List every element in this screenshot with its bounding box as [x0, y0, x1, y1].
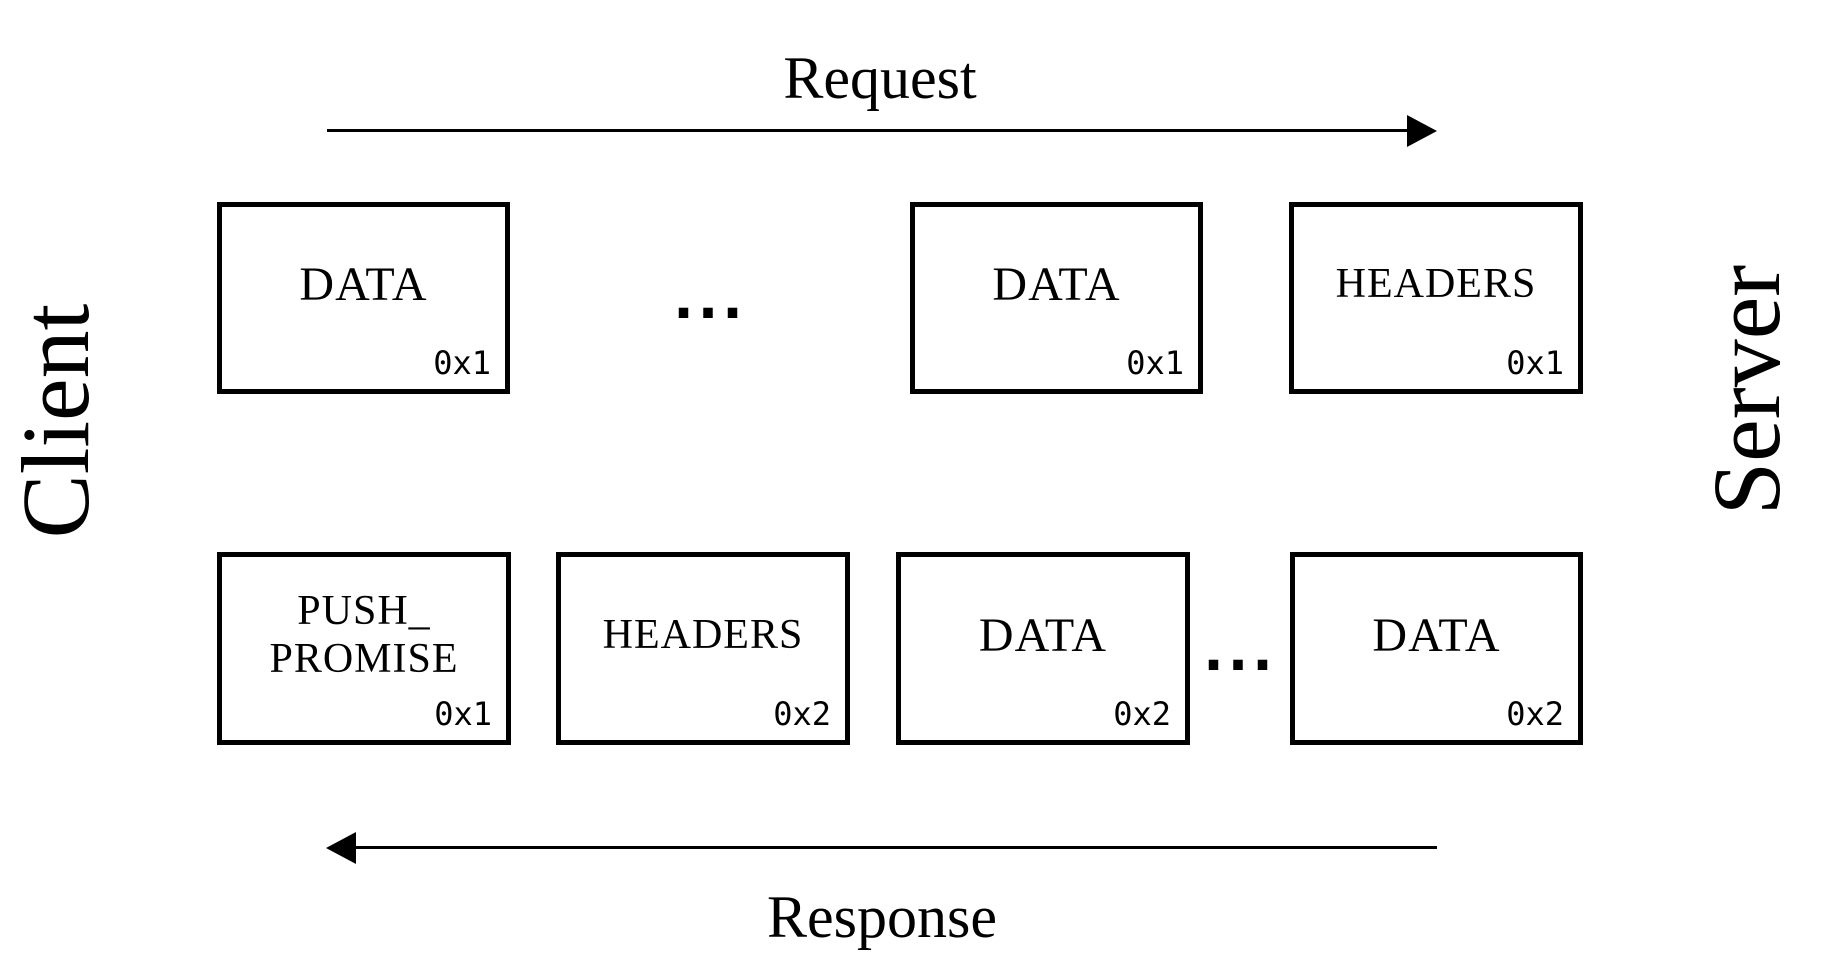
frame-headers-resp: HEADERS 0x2: [556, 552, 850, 745]
stream-id-label: 0x1: [1126, 344, 1184, 382]
arrowhead-left-icon: [326, 832, 356, 864]
request-arrow: [327, 115, 1437, 147]
response-arrow: [326, 832, 1437, 864]
frame-type-label: HEADERS: [1335, 261, 1537, 308]
frame-headers-req: HEADERS 0x1: [1289, 202, 1583, 394]
request-label: Request: [783, 45, 977, 111]
response-label: Response: [767, 884, 997, 950]
stream-id-label: 0x1: [433, 344, 491, 382]
client-actor-label: Client: [2, 303, 109, 539]
frame-type-label: DATA: [992, 258, 1121, 312]
stream-id-label: 0x1: [1506, 344, 1564, 382]
request-arrow-line: [327, 129, 1411, 132]
frame-data-req-1: DATA 0x1: [217, 202, 510, 394]
stream-id-label: 0x2: [1506, 695, 1564, 733]
stream-id-label: 0x2: [1113, 695, 1171, 733]
stream-id-label: 0x2: [773, 695, 831, 733]
frame-data-req-2: DATA 0x1: [910, 202, 1203, 394]
frame-type-label: DATA: [1372, 608, 1501, 662]
server-actor-label: Server: [1693, 264, 1800, 516]
ellipsis-bottom: ...: [1203, 620, 1277, 684]
stream-id-label: 0x1: [434, 695, 492, 733]
frame-type-label: DATA: [299, 258, 428, 312]
arrowhead-right-icon: [1407, 115, 1437, 147]
frame-type-label: PUSH_ PROMISE: [269, 588, 458, 708]
frame-type-line2: PROMISE: [269, 635, 459, 682]
frame-data-resp-2: DATA 0x2: [1290, 552, 1583, 745]
frame-type-line1: PUSH_: [297, 588, 431, 635]
frame-type-label: HEADERS: [602, 611, 804, 658]
ellipsis-top: ...: [673, 268, 747, 332]
response-arrow-line: [352, 846, 1437, 849]
frame-type-label: DATA: [978, 608, 1108, 662]
frame-data-resp-1: DATA 0x2: [896, 552, 1190, 745]
frame-push-promise: PUSH_ PROMISE 0x1: [217, 552, 511, 745]
